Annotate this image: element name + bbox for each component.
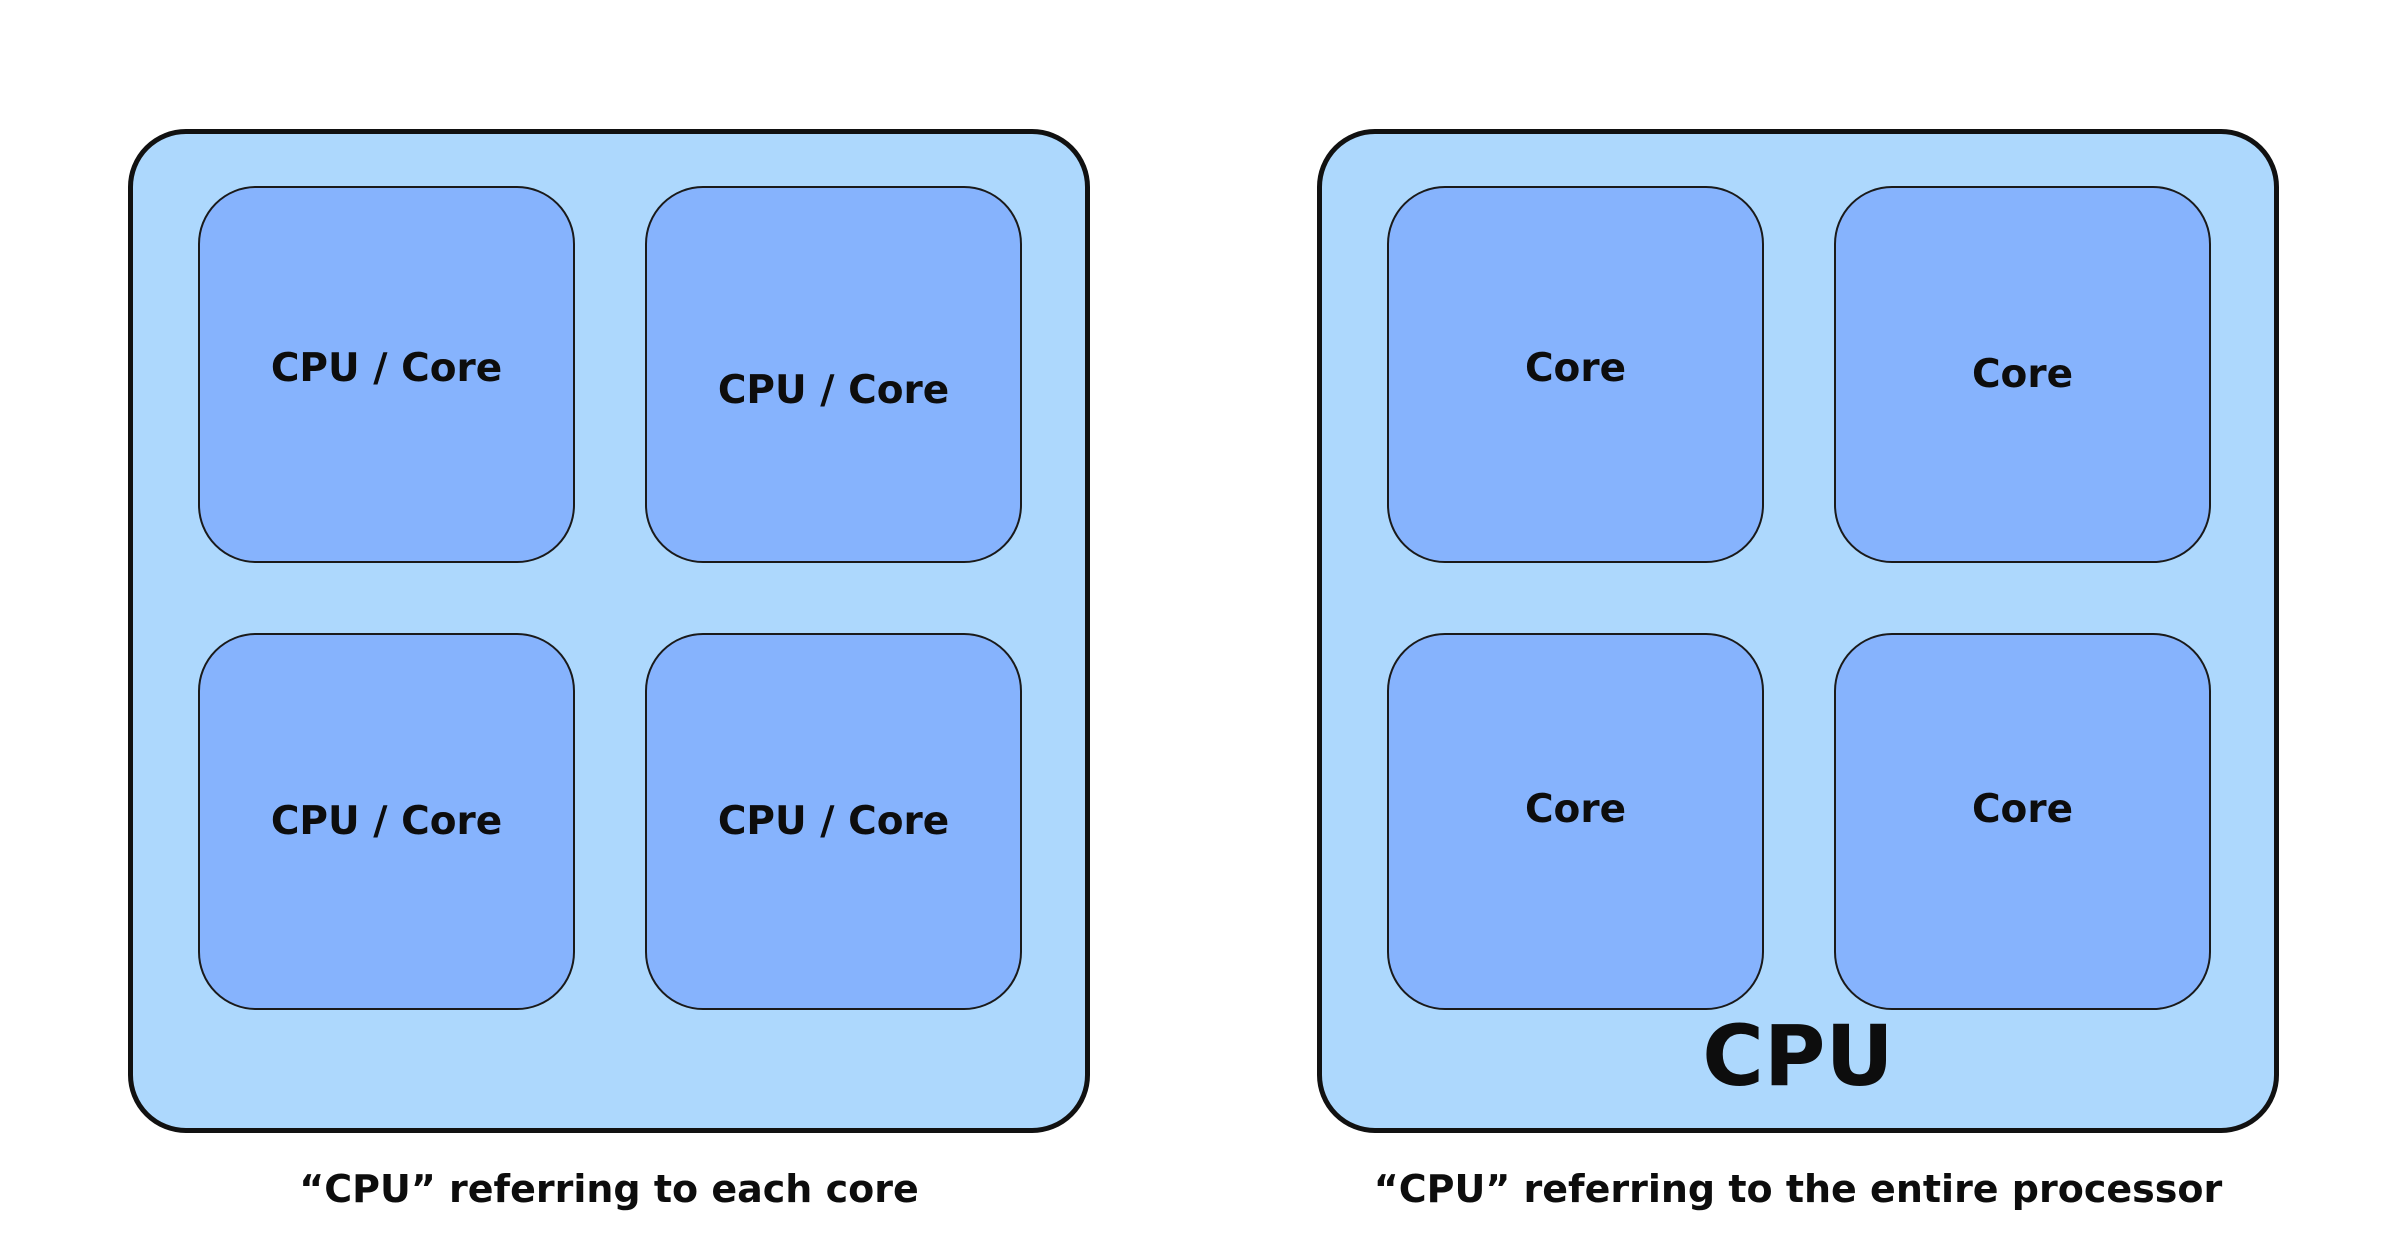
left-processor-box: CPU / Core CPU / Core CPU / Core CPU / C… — [128, 129, 1090, 1133]
core-label: CPU / Core — [717, 799, 950, 844]
core-box: CPU / Core — [198, 633, 575, 1010]
core-label: CPU / Core — [717, 368, 950, 413]
core-box: Core — [1387, 186, 1764, 563]
core-box: CPU / Core — [645, 633, 1022, 1010]
core-label: CPU / Core — [270, 799, 503, 844]
core-box: Core — [1834, 186, 2211, 563]
core-box: Core — [1387, 633, 1764, 1010]
right-caption: “CPU” referring to the entire processor — [1373, 1167, 2223, 1211]
right-processor-box: Core Core Core Core CPU — [1317, 129, 2279, 1133]
core-label: Core — [1971, 787, 2074, 832]
core-label: Core — [1524, 346, 1627, 391]
core-label: Core — [1971, 352, 2074, 397]
core-label: Core — [1524, 787, 1627, 832]
core-label: CPU / Core — [270, 346, 503, 391]
processor-label: CPU — [1702, 1007, 1894, 1105]
core-box: CPU / Core — [198, 186, 575, 563]
core-box: Core — [1834, 633, 2211, 1010]
core-box: CPU / Core — [645, 186, 1022, 563]
left-caption: “CPU” referring to each core — [299, 1167, 919, 1211]
